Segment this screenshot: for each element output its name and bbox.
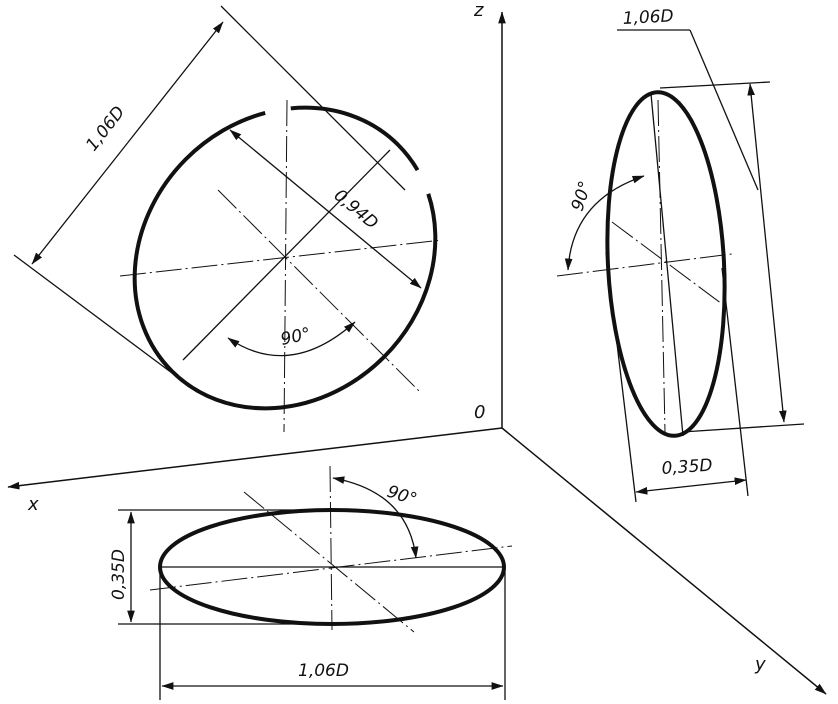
bottom-major-dimension-label: 1,06D bbox=[298, 661, 349, 681]
bottom-minor-dimension-label: 0,35D bbox=[109, 549, 129, 600]
side-extension-line-top bbox=[659, 81, 771, 89]
front-angle-label: 90° bbox=[279, 324, 313, 350]
front-minor-dimension-line bbox=[229, 129, 422, 289]
bottom-angle-label: 90° bbox=[384, 482, 419, 510]
side-extension-line-right bbox=[721, 267, 749, 497]
side-ellipse-group: 1,06D 0,35D 90° bbox=[556, 6, 805, 503]
front-major-dimension-label: 1,06D bbox=[82, 103, 129, 155]
side-minor-dimension-line bbox=[635, 477, 747, 495]
x-axis-label: x bbox=[27, 494, 39, 515]
front-minor-dimension-label: 0,94D bbox=[330, 186, 382, 234]
y-axis bbox=[501, 427, 827, 695]
side-vertical-centerline bbox=[657, 99, 666, 433]
side-minor-dimension-label: 0,35D bbox=[661, 455, 713, 479]
front-horizontal-centerline bbox=[119, 239, 443, 277]
axes: z x y 0 bbox=[7, 0, 827, 695]
side-extension-line-bottom bbox=[681, 423, 805, 433]
side-ellipse bbox=[605, 90, 727, 438]
side-major-dimension-label: 1,06D bbox=[622, 6, 674, 29]
y-axis-label: y bbox=[754, 654, 766, 675]
bottom-angle-arc bbox=[332, 476, 419, 559]
side-extension-line-left bbox=[605, 251, 637, 503]
bottom-vertical-centerline bbox=[329, 465, 333, 631]
x-axis bbox=[7, 427, 503, 490]
origin-label: 0 bbox=[474, 402, 485, 423]
front-angle-arc bbox=[227, 321, 356, 357]
side-horizontal-centerline bbox=[556, 253, 733, 277]
bottom-oblique-centerline bbox=[149, 545, 513, 591]
front-ellipse-group: 1,06D 0,94D 90° bbox=[13, 5, 443, 433]
side-major-dimension-line bbox=[747, 83, 787, 423]
z-axis-label: z bbox=[473, 0, 484, 21]
side-leader-line bbox=[689, 29, 759, 191]
front-minor-axis-line bbox=[217, 189, 421, 393]
front-vertical-centerline bbox=[283, 99, 288, 433]
side-angle-arc bbox=[564, 175, 645, 271]
front-extension-line-bottom bbox=[13, 254, 173, 374]
front-extension-line-top bbox=[220, 5, 406, 191]
front-major-dimension-line bbox=[31, 21, 224, 265]
bottom-ellipse-group: 0,35D 1,06D 90° bbox=[109, 465, 513, 700]
side-major-axis-line bbox=[650, 93, 684, 437]
bottom-diagonal-centerline bbox=[243, 491, 415, 633]
